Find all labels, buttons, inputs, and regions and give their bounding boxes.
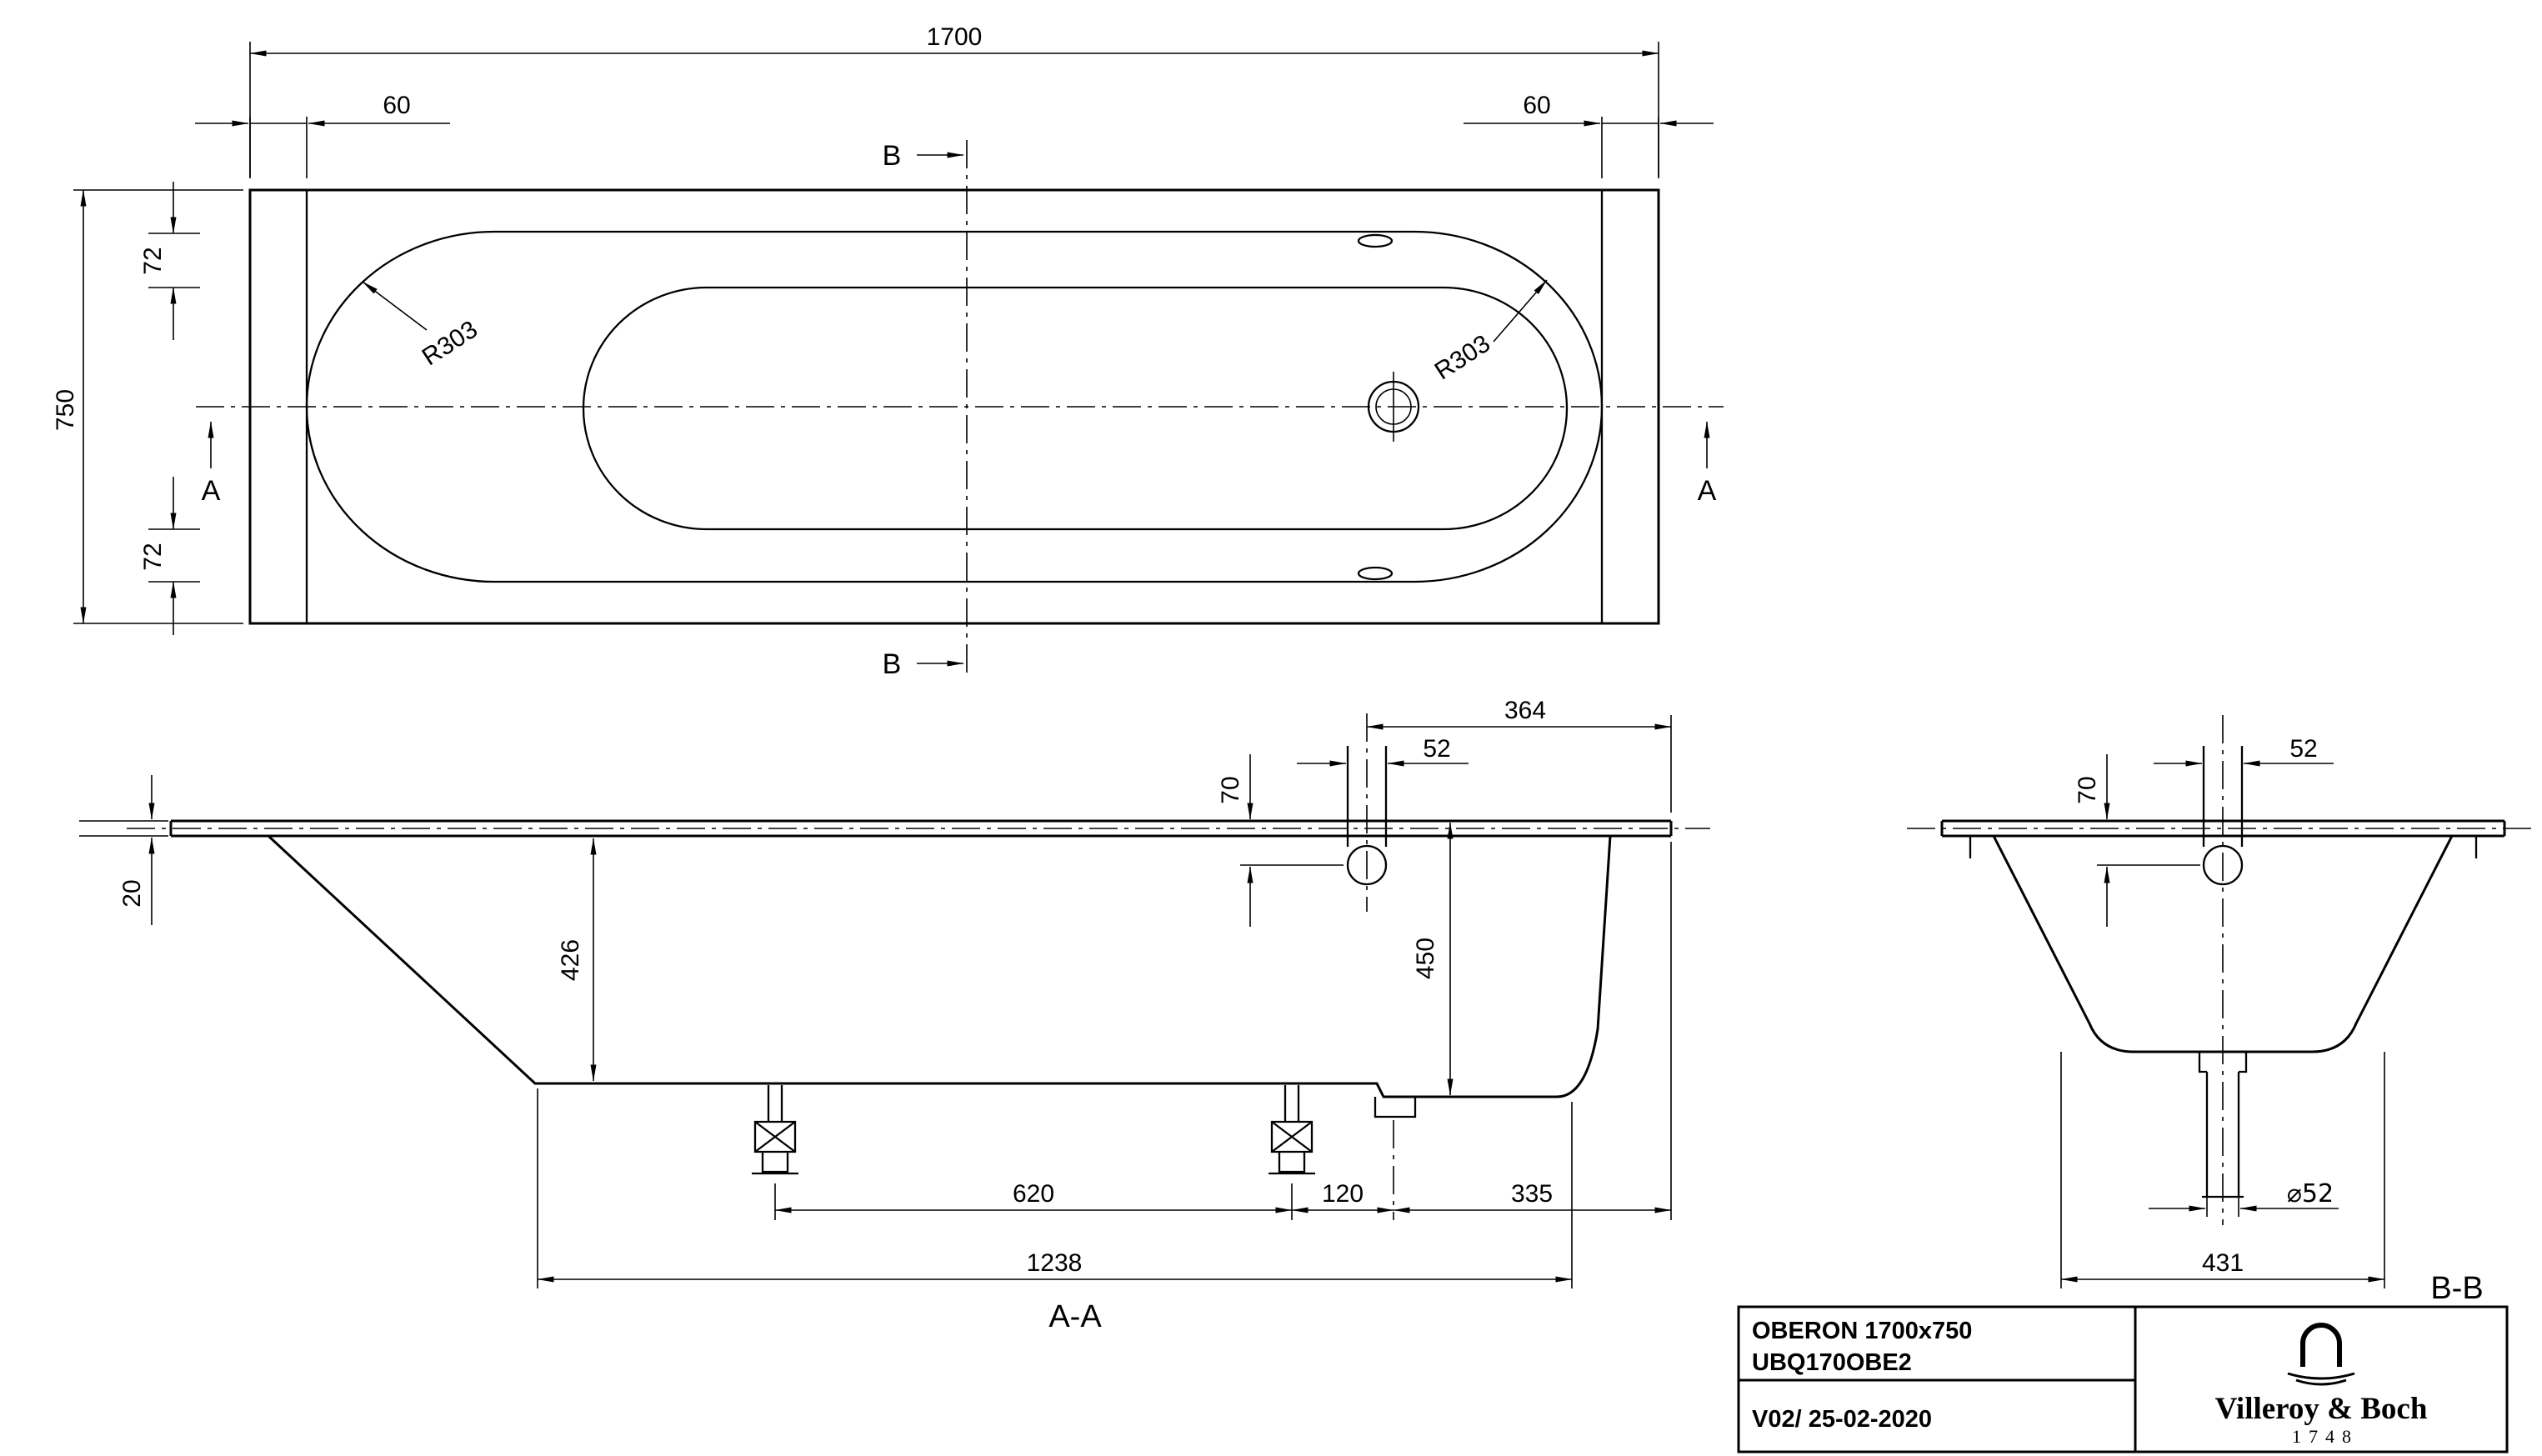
extension-lines	[2206, 1197, 2239, 1217]
dim-width-text: 750	[52, 389, 79, 431]
dim-wall-top-text: 72	[139, 247, 167, 274]
extension-lines	[249, 117, 308, 178]
dim-rim-right-text: 60	[1523, 92, 1550, 119]
model-text: OBERON 1700x750	[1752, 1318, 1972, 1344]
tub-floor-oval	[582, 286, 1569, 531]
dim-rim-thickness: 20	[79, 775, 168, 925]
plan-view: 1700 60 60 750 72	[52, 23, 1724, 680]
dim-total-depth: 450	[1412, 822, 1454, 1096]
radius-callout-left: R303	[362, 281, 483, 372]
foot-right-shape	[1268, 1085, 1315, 1175]
dim-length: 1700	[249, 23, 1659, 177]
dim-drain-diameter-text: ⌀52	[2287, 1179, 2334, 1208]
cut-label-b-bottom: B	[883, 648, 902, 680]
dim-overflow-offset-text: 70	[1217, 776, 1244, 803]
dim-wall-bottom-text: 72	[139, 543, 167, 570]
foot-left-shape	[752, 1085, 798, 1175]
dim-base-width-text: 431	[2202, 1249, 2244, 1277]
foot-right	[1268, 1085, 1315, 1175]
leader-line	[1493, 279, 1548, 343]
dim-wall-bottom: 72	[139, 477, 200, 635]
dim-feet-row: 620 120 335	[774, 842, 1672, 1220]
brand-name-text: Villeroy & Boch	[2215, 1392, 2428, 1426]
dim-overflow-width: 52	[1297, 735, 1469, 767]
extension-lines	[2060, 1052, 2385, 1288]
dim-drain-to-end-text: 335	[1511, 1180, 1553, 1208]
radius-left-text: R303	[418, 316, 483, 372]
dim-rim-right: 60	[1464, 92, 1714, 178]
waste-outlet	[2198, 1052, 2248, 1198]
dim-overflow-offset-text: 70	[2074, 776, 2101, 803]
extension-lines	[73, 189, 243, 624]
article-number-text: UBQ170OBE2	[1752, 1349, 1912, 1376]
dim-overflow-to-end: 364	[1366, 697, 1672, 813]
dim-base-length-text: 1238	[1027, 1249, 1083, 1277]
dim-wall-top: 72	[139, 182, 200, 340]
rim-lines	[169, 819, 1673, 838]
section-mark-a-right: A	[1698, 421, 1717, 507]
overflow-slot-top	[1357, 233, 1394, 248]
dim-length-text: 1700	[927, 23, 983, 51]
extension-lines	[79, 820, 168, 837]
dim-overflow-width-text: 52	[1423, 735, 1450, 763]
title-block-dividers	[1739, 1307, 2137, 1452]
brand-year-text: 1748	[2292, 1426, 2359, 1447]
section-mark-a-left: A	[202, 421, 221, 507]
dim-rim-thickness-text: 20	[118, 879, 146, 907]
dim-overflow-offset: 70	[2074, 754, 2200, 927]
cut-label-a-left: A	[202, 475, 221, 507]
dim-rim-left: 60	[195, 92, 450, 178]
dim-overflow-width: 52	[2154, 735, 2334, 767]
brand-emblem-base	[2287, 1372, 2355, 1386]
dim-overflow-to-end-text: 364	[1504, 697, 1546, 724]
drain-boss	[1374, 1097, 1417, 1118]
leader-line	[362, 281, 428, 331]
section-mark-b-top: B	[883, 140, 964, 172]
drain	[1367, 372, 1420, 442]
dim-base-length: 1238	[537, 1088, 1573, 1288]
dim-overflow-offset: 70	[1217, 754, 1344, 927]
overflow-pipe	[2202, 746, 2244, 847]
extension-lines	[537, 1088, 1573, 1288]
cut-label-b-top: B	[883, 140, 902, 172]
foot-left	[752, 1085, 798, 1175]
revision-text: V02/ 25-02-2020	[1752, 1406, 1932, 1433]
dim-overflow-width-text: 52	[2289, 735, 2317, 763]
extension-lines	[249, 42, 1659, 177]
overflow-slot-bottom	[1357, 566, 1394, 581]
dim-width: 750	[52, 189, 243, 624]
section-aa-label: A-A	[1048, 1299, 1102, 1334]
tub-profile	[267, 834, 1612, 1098]
section-aa: 20 426 450 364 52 70	[79, 697, 1710, 1334]
extension-lines	[1601, 117, 1659, 178]
brand-emblem-arch	[2300, 1323, 2342, 1367]
extension-lines	[774, 842, 1672, 1220]
brand-emblem	[2287, 1323, 2355, 1386]
cut-label-a-right: A	[1698, 475, 1717, 507]
rim-return-lines	[1969, 836, 2478, 858]
dim-drain-diameter: ⌀52	[2149, 1179, 2339, 1217]
section-bb: 70 52 ⌀52 431 B-B	[1907, 715, 2537, 1306]
dim-foot-to-drain-text: 120	[1322, 1180, 1364, 1208]
dim-feet-spacing-text: 620	[1013, 1180, 1054, 1208]
dim-inner-depth: 426	[557, 838, 597, 1082]
section-bb-label: B-B	[2430, 1271, 2483, 1306]
radius-right-text: R303	[1430, 330, 1495, 386]
overflow-circle	[1346, 844, 1388, 886]
dim-inner-depth-text: 426	[557, 939, 584, 981]
dim-rim-left-text: 60	[383, 92, 410, 119]
dim-base-width: 431	[2060, 1052, 2385, 1288]
overflow-pipe	[1346, 746, 1388, 847]
dim-total-depth-text: 450	[1412, 938, 1439, 979]
section-mark-b-bottom: B	[883, 648, 964, 680]
title-block: OBERON 1700x750 UBQ170OBE2 V02/ 25-02-20…	[1737, 1305, 2509, 1453]
